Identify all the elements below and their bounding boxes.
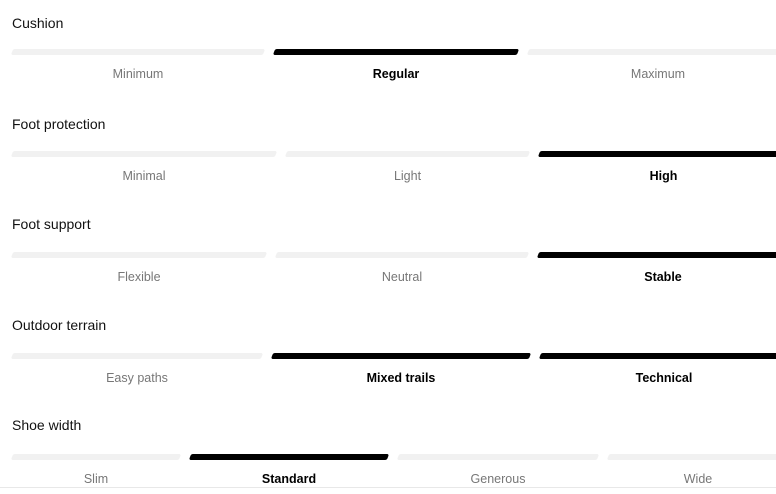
scale-option-standard[interactable]: Standard xyxy=(188,454,390,494)
scale-bar xyxy=(270,353,532,359)
scale-bar xyxy=(526,49,776,55)
scale-label: Minimum xyxy=(112,67,164,81)
scale-bar xyxy=(284,151,531,157)
scale-bar xyxy=(10,252,268,258)
scale-bar xyxy=(606,454,776,460)
scale-bar xyxy=(537,151,776,157)
scale-option-minimum[interactable]: Minimum xyxy=(10,49,266,89)
scale-option-mixed-trails[interactable]: Mixed trails xyxy=(270,353,532,393)
scale-bar xyxy=(10,151,278,157)
scale-option-stable[interactable]: Stable xyxy=(536,252,776,292)
scale-bar xyxy=(272,49,520,55)
scale-label: Regular xyxy=(372,67,420,81)
scale-bar xyxy=(538,353,776,359)
attribute-cushion: Cushion Minimum Regular Maximum xyxy=(10,14,776,89)
scale-option-slim[interactable]: Slim xyxy=(10,454,182,494)
scale-bar xyxy=(396,454,600,460)
attribute-title: Foot support xyxy=(12,216,91,232)
scale-option-technical[interactable]: Technical xyxy=(538,353,776,393)
scale-label: Technical xyxy=(635,371,693,385)
scale-option-minimal[interactable]: Minimal xyxy=(10,151,278,191)
attribute-foot-protection: Foot protection Minimal Light High xyxy=(10,115,776,191)
scale-label: Standard xyxy=(261,472,317,486)
scale-option-neutral[interactable]: Neutral xyxy=(274,252,530,292)
scale-bar xyxy=(274,252,530,258)
scale-option-flexible[interactable]: Flexible xyxy=(10,252,268,292)
scale-label: Wide xyxy=(683,472,713,486)
scale-bar xyxy=(536,252,776,258)
scale-label: Maximum xyxy=(630,67,686,81)
scale-label: High xyxy=(649,169,678,183)
attribute-title: Outdoor terrain xyxy=(12,317,107,333)
scale-label: Flexible xyxy=(117,270,161,284)
attribute-scale: Flexible Neutral Stable xyxy=(10,252,776,292)
scale-label: Generous xyxy=(470,472,526,486)
scale-label: Easy paths xyxy=(106,371,168,385)
scale-label: Slim xyxy=(83,472,109,486)
scale-bar xyxy=(10,454,182,460)
scale-bar xyxy=(10,49,266,55)
scale-option-high[interactable]: High xyxy=(537,151,776,191)
attribute-scale: Slim Standard Generous Wide xyxy=(10,454,776,494)
attribute-foot-support: Foot support Flexible Neutral Stable xyxy=(10,215,776,292)
scale-label: Light xyxy=(393,169,422,183)
scale-bar xyxy=(10,353,264,359)
attribute-scale: Minimal Light High xyxy=(10,151,776,191)
scale-option-wide[interactable]: Wide xyxy=(606,454,776,494)
attribute-outdoor-terrain: Outdoor terrain Easy paths Mixed trails … xyxy=(10,316,776,393)
scale-label: Minimal xyxy=(122,169,166,183)
attribute-title: Shoe width xyxy=(12,417,82,433)
scale-option-easy-paths[interactable]: Easy paths xyxy=(10,353,264,393)
attribute-scale: Easy paths Mixed trails Technical xyxy=(10,353,776,393)
scale-label: Stable xyxy=(644,270,682,284)
attribute-title: Cushion xyxy=(12,15,64,31)
scale-bar xyxy=(188,454,390,460)
scale-label: Mixed trails xyxy=(366,371,436,385)
attribute-title: Foot protection xyxy=(12,116,106,132)
scale-label: Neutral xyxy=(381,270,423,284)
scale-option-maximum[interactable]: Maximum xyxy=(526,49,776,89)
attribute-scale: Minimum Regular Maximum xyxy=(10,49,776,89)
scale-option-regular[interactable]: Regular xyxy=(272,49,520,89)
scale-option-generous[interactable]: Generous xyxy=(396,454,600,494)
scale-option-light[interactable]: Light xyxy=(284,151,531,191)
divider xyxy=(0,487,776,488)
attribute-shoe-width: Shoe width Slim Standard Generous Wide xyxy=(10,416,776,494)
